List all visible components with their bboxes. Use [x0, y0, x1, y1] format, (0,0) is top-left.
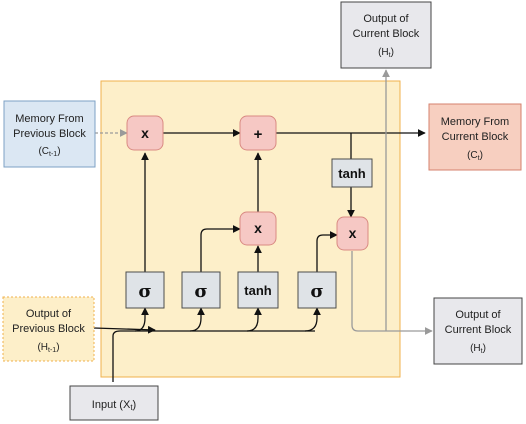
memory-in-symbol: (Ct-1) [38, 146, 60, 158]
forget-sigma-label: σ [138, 281, 151, 302]
feed-candidate-tanh [246, 307, 262, 332]
connectors [93, 129, 426, 382]
output-sigma-to-mult [316, 231, 338, 272]
output-top-line1: Output of [363, 13, 409, 25]
prev-output-line [93, 325, 156, 334]
memory-in-node: Memory From Previous Block (Ct-1) [3, 100, 96, 168]
add-label: + [254, 126, 263, 143]
memory-in-line1: Memory From [15, 113, 83, 125]
prev-output-line1: Output of [26, 308, 72, 320]
memory-out-node: Memory From Current Block (Ct) [428, 103, 522, 171]
output-top-symbol: (Ht) [378, 47, 394, 59]
output-top-line2: Current Block [353, 28, 420, 40]
output-right-line1: Output of [455, 309, 501, 321]
output-top-node: Output of Current Block (Ht) [340, 1, 432, 69]
input-mult-label: x [254, 220, 262, 236]
forget-mult-label: x [141, 125, 149, 141]
output-mult-label: x [349, 225, 357, 241]
feed-forget-sigma [134, 307, 149, 332]
forget-sigma-gate: σ [125, 271, 165, 309]
add-node: + [239, 115, 277, 151]
memory-in-line2: Previous Block [13, 128, 86, 140]
cell-tanh-node: tanh [331, 158, 373, 188]
forget-mult-node: x [126, 115, 164, 151]
feed-input-sigma [189, 307, 205, 332]
input-sigma-gate: σ [181, 271, 221, 309]
memory-out-line1: Memory From [441, 116, 509, 128]
candidate-tanh-gate: tanh [237, 271, 279, 309]
input-line [112, 330, 315, 382]
feed-output-sigma [304, 307, 321, 332]
input-node: Input (Xt) [69, 385, 159, 421]
memory-out-line2: Current Block [442, 131, 509, 143]
output-sigma-label: σ [310, 281, 323, 302]
output-mult-node: x [336, 216, 369, 251]
prev-output-symbol: (Ht-1) [37, 342, 59, 354]
input-label: Input (Xt) [92, 399, 136, 412]
input-mult-node: x [239, 211, 277, 246]
output-right-node: Output of Current Block (Ht) [433, 297, 523, 365]
output-right-line2: Current Block [445, 324, 512, 336]
prev-output-line2: Previous Block [12, 323, 85, 335]
candidate-tanh-label: tanh [244, 283, 272, 298]
prev-output-node: Output of Previous Block (Ht-1) [2, 296, 95, 362]
input-sigma-label: σ [194, 281, 207, 302]
output-mult-to-right [351, 251, 433, 335]
memory-out-symbol: (Ct) [467, 150, 483, 162]
output-connectors [351, 69, 433, 335]
output-sigma-gate: σ [297, 271, 337, 309]
cell-tanh-label: tanh [338, 166, 366, 181]
input-sigma-to-mult [200, 225, 241, 272]
output-right-symbol: (Ht) [470, 343, 486, 355]
